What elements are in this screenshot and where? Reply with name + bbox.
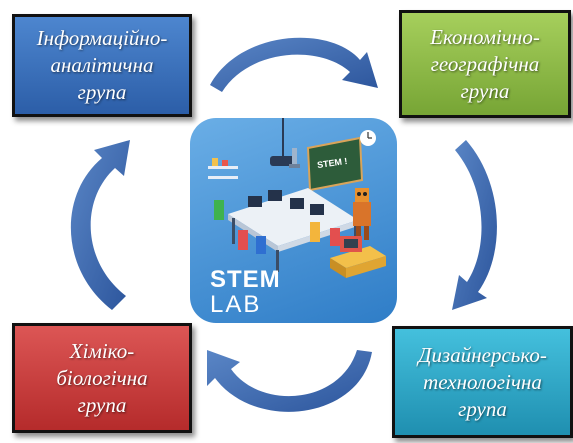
node-info-line-3: група	[77, 80, 127, 104]
node-chem-line-1: Хіміко-	[69, 338, 135, 363]
arrow-chem-to-info	[70, 140, 130, 310]
lab-illustration	[208, 118, 386, 278]
node-chem-label: Хіміко- біологічна група	[56, 338, 147, 419]
node-info-line-2: аналітична	[50, 53, 154, 77]
node-chem-bio: Хіміко- біологічна група	[12, 323, 192, 433]
node-info-analytic: Інформаційно- аналітична група	[12, 14, 192, 117]
node-design-line-2: технологічна	[423, 369, 542, 394]
node-econ-label: Економічно- географічна група	[430, 24, 540, 105]
node-econ-line-3: група	[460, 78, 510, 103]
node-info-line-1: Інформаційно-	[36, 26, 168, 50]
arrow-econ-to-design	[452, 140, 497, 310]
node-econ-line-2: географічна	[430, 51, 540, 76]
node-design-line-3: група	[458, 396, 507, 421]
node-econ-geo: Економічно- географічна група	[399, 10, 571, 118]
node-design-label: Дизайнерсько- технологічна група	[418, 342, 547, 423]
node-design-line-1: Дизайнерсько-	[418, 342, 547, 367]
logo-title-lab: LAB	[210, 291, 262, 318]
node-info-label: Інформаційно- аналітична група	[37, 25, 168, 106]
node-econ-line-1: Економічно-	[430, 24, 540, 49]
node-chem-line-2: біологічна	[56, 365, 148, 390]
arrow-design-to-chem	[207, 350, 372, 412]
node-chem-line-3: група	[77, 392, 127, 417]
logo-title-stem: STEM	[210, 266, 281, 293]
stem-lab-logo: STEM ! STEM LAB	[190, 118, 397, 323]
node-design-tech: Дизайнерсько- технологічна група	[392, 326, 573, 438]
arrow-info-to-econ	[210, 37, 378, 92]
